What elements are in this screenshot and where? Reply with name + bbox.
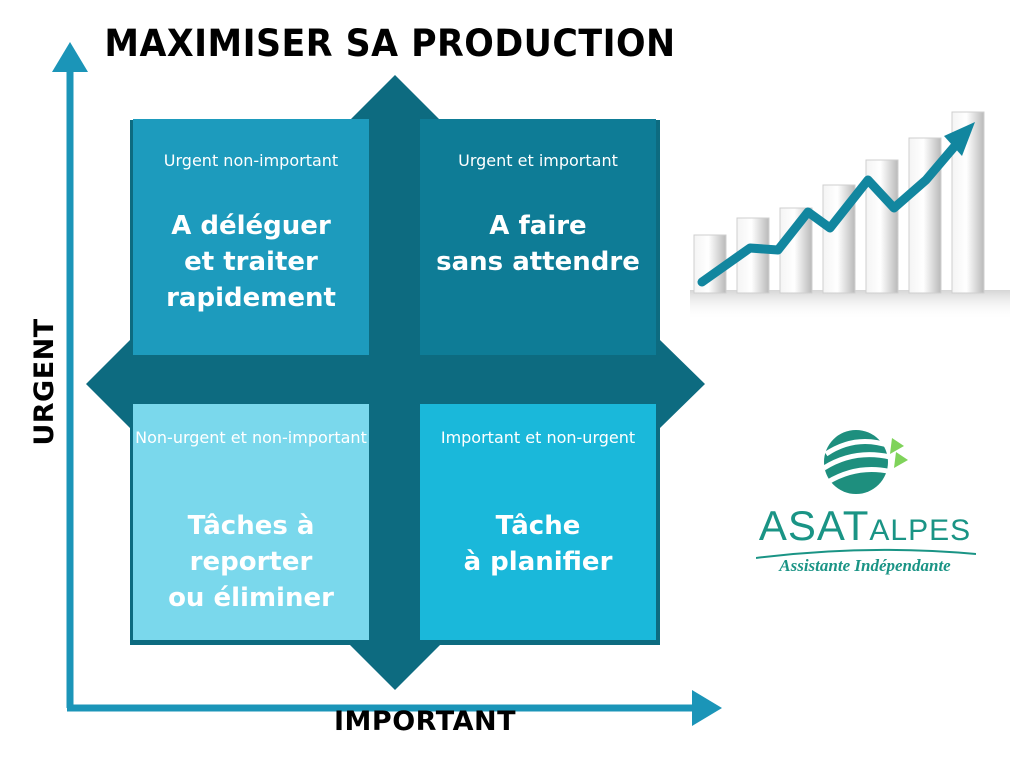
logo-brand-main: ASAT [758,502,870,549]
quadrant-subtitle: Non-urgent et non-important [135,428,367,447]
quadrant-urgent-non-important: Urgent non-important A déléguer et trait… [133,119,369,355]
y-axis-label: URGENT [29,318,60,446]
asat-alpes-logo: ASATALPES Assistante Indépendante [740,424,990,584]
quadrant-action: Tâches à reporter ou éliminer [168,511,334,613]
urgent-axis-arrowhead [52,42,88,72]
logo-brand-secondary: ALPES [869,514,972,547]
important-axis-arrowhead [692,690,722,726]
asat-alpes-logo-icon [822,430,908,494]
quadrant-action: A déléguer et traiter rapidement [166,211,336,313]
quadrant-subtitle: Important et non-urgent [440,428,636,447]
quadrant-action: A faire sans attendre [436,211,640,277]
x-axis-label: IMPORTANT [334,706,516,737]
quadrant-important-non-urgent: Important et non-urgent Tâche à planifie… [420,404,656,640]
quadrant-action: Tâche à planifier [463,511,613,577]
logo-swoosh-icon [756,548,976,559]
quadrant-non-urgent-non-important: Non-urgent et non-important Tâches à rep… [133,404,369,640]
growth-chart-icon [690,111,1010,320]
quadrant-subtitle: Urgent non-important [163,151,339,170]
page-title: MAXIMISER SA PRODUCTION [104,22,676,65]
quadrant-urgent-important: Urgent et important A faire sans attendr… [420,119,656,355]
logo-tagline: Assistante Indépendante [779,556,951,575]
logo-brand: ASATALPES [740,502,990,550]
quadrant-subtitle: Urgent et important [458,151,618,170]
